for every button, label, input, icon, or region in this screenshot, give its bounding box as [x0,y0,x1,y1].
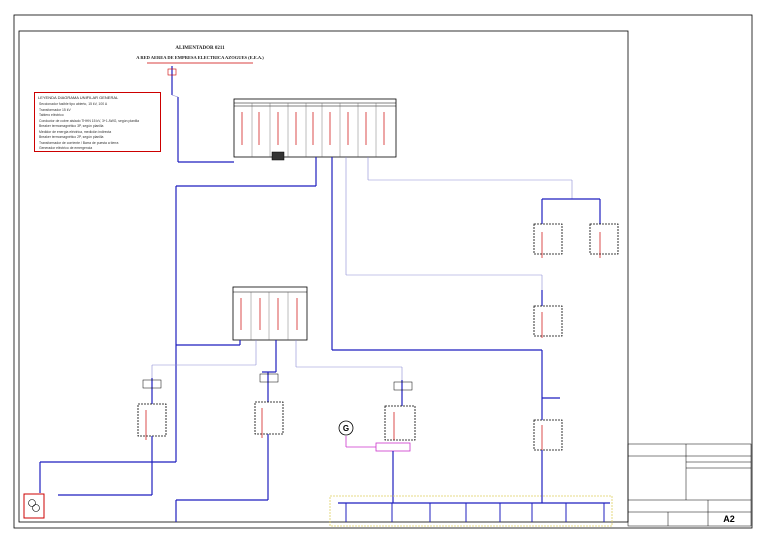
right-lower-panel [533,397,563,452]
legend-item: Medidor de energía eléctrica, medición i… [39,129,112,134]
lower-panel-b [175,371,284,522]
generator-label: G [343,424,349,433]
title-block-grid [627,443,752,527]
legend-item: Breaker termomagnético 2P, según planill… [39,135,104,139]
bottom-distribution-bus [329,450,613,527]
lower-panel-a [58,378,167,496]
main-switchboard [233,98,397,161]
right-middle-panel [533,290,563,338]
outer-frame [13,14,753,529]
utility-incoming-feeder [167,66,234,163]
feeder-main-to-right-panels [331,157,573,398]
utility-transformer-symbol [23,493,45,519]
legend-title: LEYENDA DIAGRAMA UNIFILAR GENERAL [38,95,119,100]
legend-item: Transformador 15 kV [39,107,71,112]
secondary-switchboard [176,286,308,346]
generator-symbol: G [338,420,354,436]
drawing-area-frame [18,30,629,523]
legend-item: Generador eléctrico de emergencia [39,146,93,150]
drawing-title-line-2: A RED AEREA DE EMPRESA ELECTRICA AZOGUES… [136,55,264,60]
legend-item: Seccionador fusible tipo abierto, 15 kV,… [39,102,108,106]
sheet-number: A2 [723,514,735,524]
lower-panel-c-with-transfer [345,380,416,503]
legend-item: Tablero eléctrico [39,113,64,117]
legend-item: Breaker termomagnético 3P, según planill… [39,124,104,128]
right-upper-panels [533,198,619,258]
lower-branch-bus [151,340,403,380]
legend-box: LEYENDA DIAGRAMA UNIFILAR GENERAL Seccio… [34,92,161,152]
drawing-title-line-1: ALIMENTADOR 0211 [175,46,225,51]
legend-item: Transformador de corriente / Barra de pu… [39,140,119,145]
feeder-main-to-secondary [39,157,317,493]
legend-item: Conductor de cobre aislado THHN 15 kV, 3… [39,118,140,123]
